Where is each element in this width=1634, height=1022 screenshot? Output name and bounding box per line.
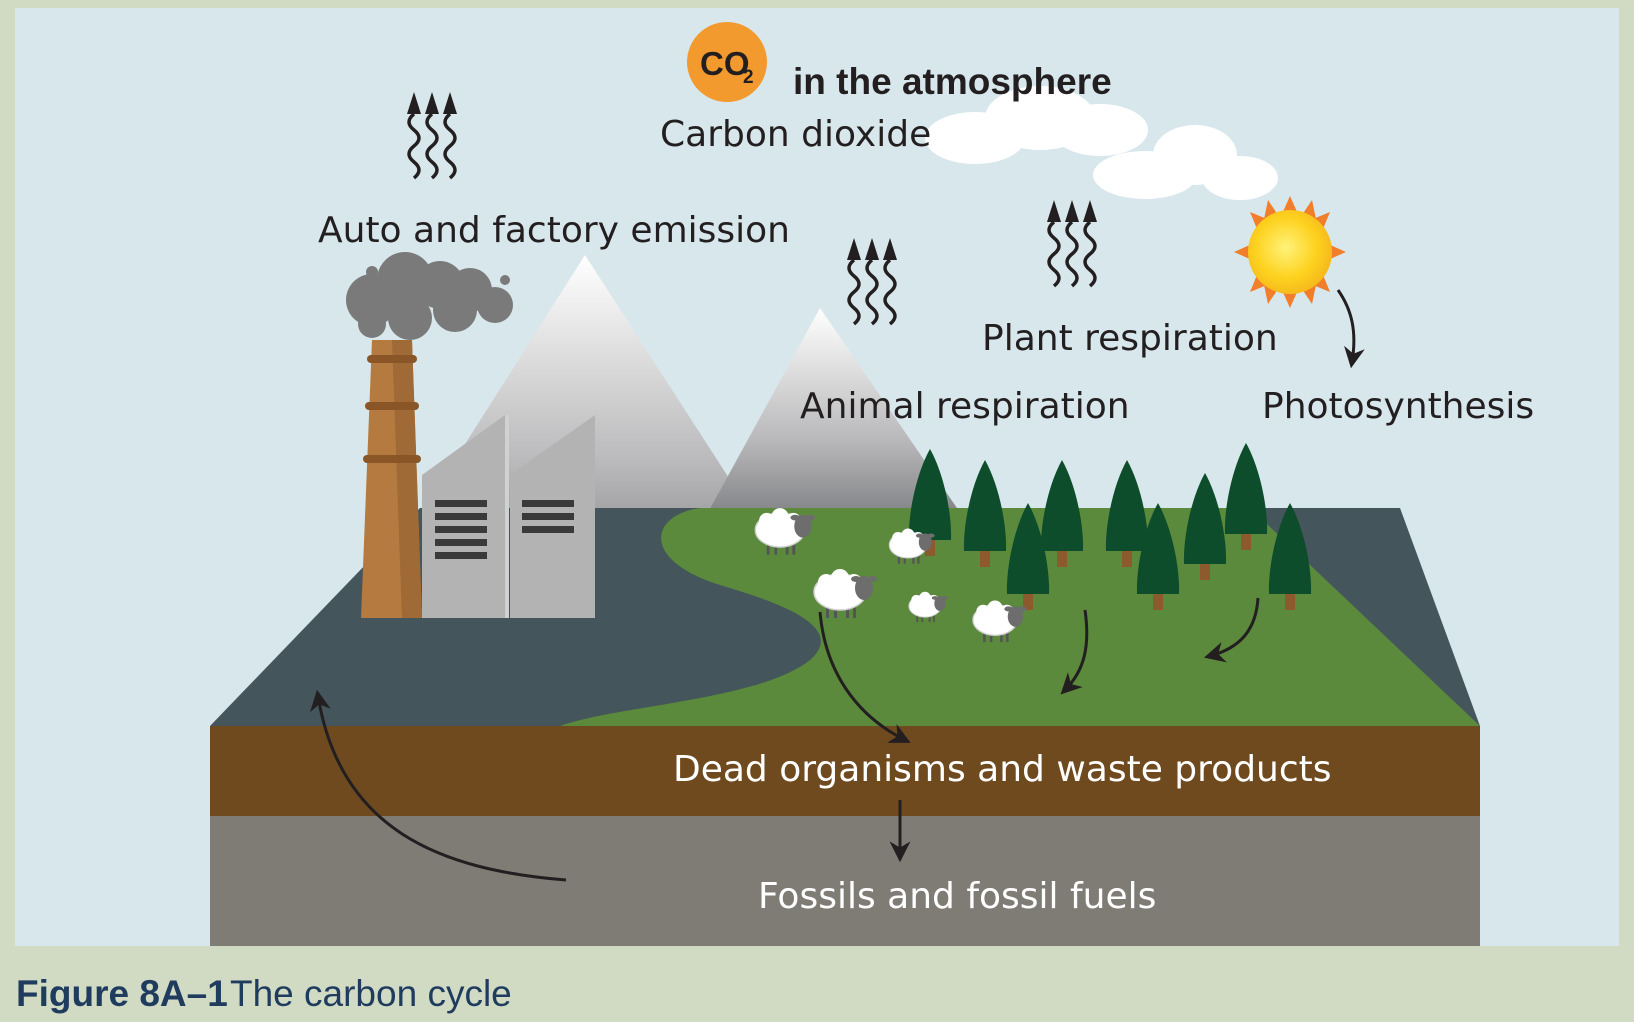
- co2-badge: CO 2: [687, 22, 767, 102]
- fossils-label: Fossils and fossil fuels: [758, 876, 1156, 917]
- cloud-icon: [925, 86, 1278, 200]
- flow-arrow-icon: [310, 689, 567, 882]
- plant-respiration-label: Plant respiration: [982, 318, 1278, 359]
- atmosphere-heading: in the atmosphere: [793, 61, 1112, 102]
- factory: [422, 415, 595, 618]
- photosynthesis-label: Photosynthesis: [1262, 386, 1534, 427]
- emission-label: Auto and factory emission: [318, 210, 790, 251]
- dead-organisms-label: Dead organisms and waste products: [673, 749, 1332, 790]
- flow-arrow-icon: [1203, 597, 1260, 663]
- smoke-icon: [346, 252, 513, 340]
- svg-text:CO: CO: [700, 45, 750, 82]
- figure-title: The carbon cycle: [230, 973, 512, 1014]
- flow-arrow-icon: [818, 611, 911, 743]
- figure-caption: Figure 8A–1 The carbon cycle: [16, 973, 512, 1014]
- animal-respiration-label: Animal respiration: [800, 386, 1130, 427]
- svg-text:2: 2: [743, 67, 754, 88]
- figure-number: Figure 8A–1: [16, 973, 228, 1014]
- flow-arrow-icon: [1060, 609, 1089, 695]
- chimney: [361, 340, 422, 618]
- rock-layer: [210, 816, 1480, 946]
- sun-icon: [1234, 196, 1346, 308]
- flow-arrows: [310, 289, 1365, 882]
- flow-arrow-icon: [1336, 289, 1365, 369]
- soil-layer: [210, 726, 1480, 816]
- carbon-dioxide-label: Carbon dioxide: [660, 114, 931, 155]
